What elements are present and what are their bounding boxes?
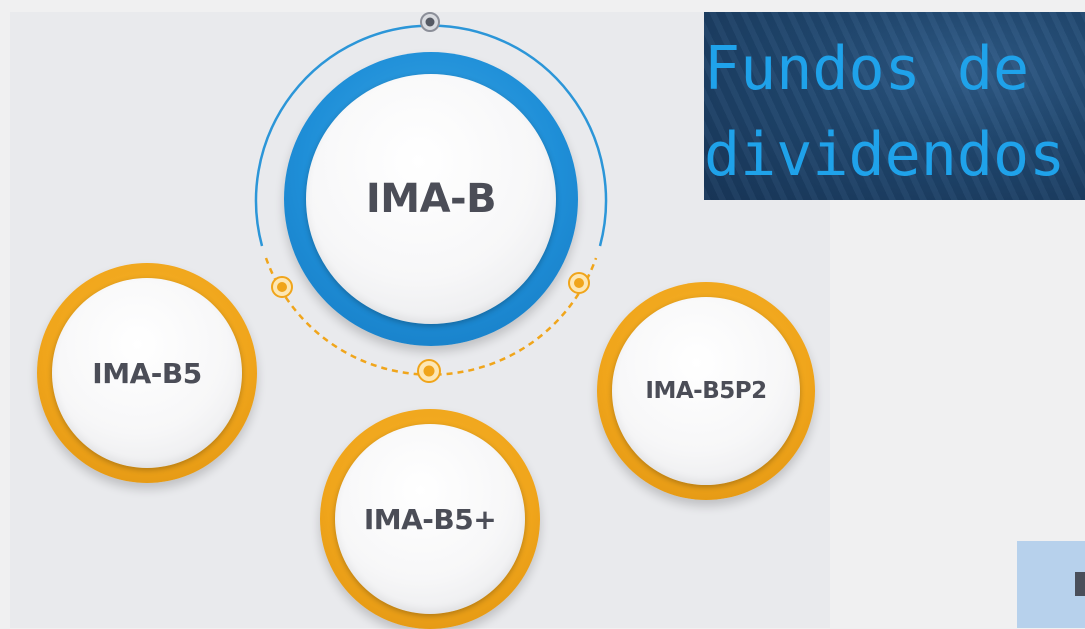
sub-node-label: IMA-B5P2 (645, 378, 767, 404)
main-node-label: IMA-B (365, 176, 497, 222)
partial-button[interactable] (1017, 541, 1085, 628)
partial-glyph (1075, 572, 1085, 596)
sub-node-label: IMA-B5 (92, 356, 202, 390)
header-banner: Fundos de dividendos (704, 12, 1085, 200)
sub-node-face: IMA-B5P2 (612, 297, 800, 485)
sub-node-ima-b5-plus[interactable]: IMA-B5+ (320, 409, 540, 629)
banner-title-line-1: Fundos de (704, 34, 1030, 104)
sub-node-ima-b5[interactable]: IMA-B5 (37, 263, 257, 483)
sub-node-label: IMA-B5+ (363, 502, 497, 536)
main-node-face: IMA-B (306, 74, 556, 324)
sub-node-face: IMA-B5 (52, 278, 242, 468)
banner-title-line-2: dividendos (704, 120, 1066, 190)
sub-node-ima-b5p2[interactable]: IMA-B5P2 (597, 282, 815, 500)
main-node-ima-b[interactable]: IMA-B (284, 52, 578, 346)
banner-title: Fundos de dividendos (704, 26, 1065, 198)
sub-node-face: IMA-B5+ (335, 424, 525, 614)
